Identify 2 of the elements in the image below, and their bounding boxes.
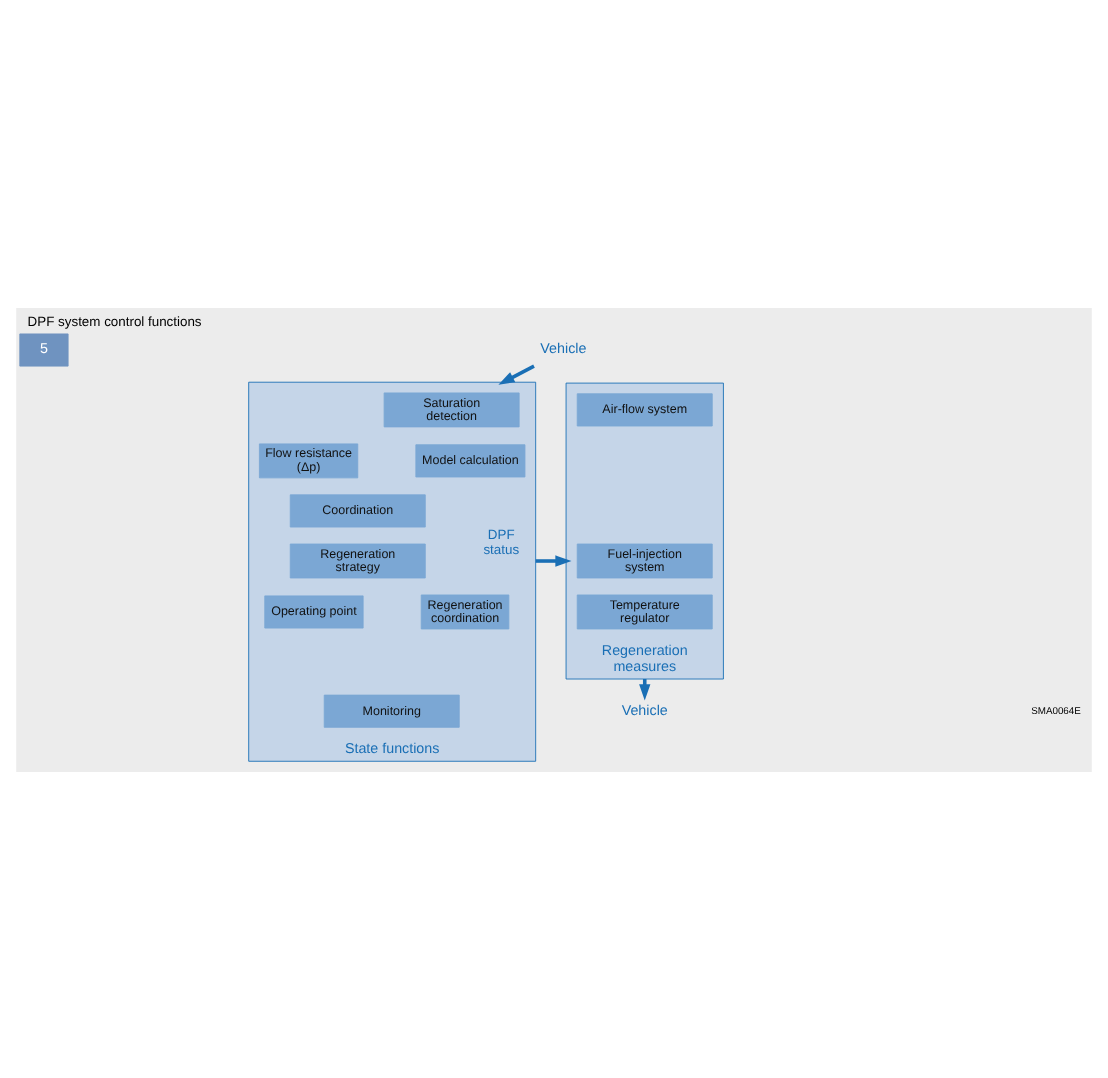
arrow (535, 554, 572, 566)
arrow (498, 363, 535, 384)
